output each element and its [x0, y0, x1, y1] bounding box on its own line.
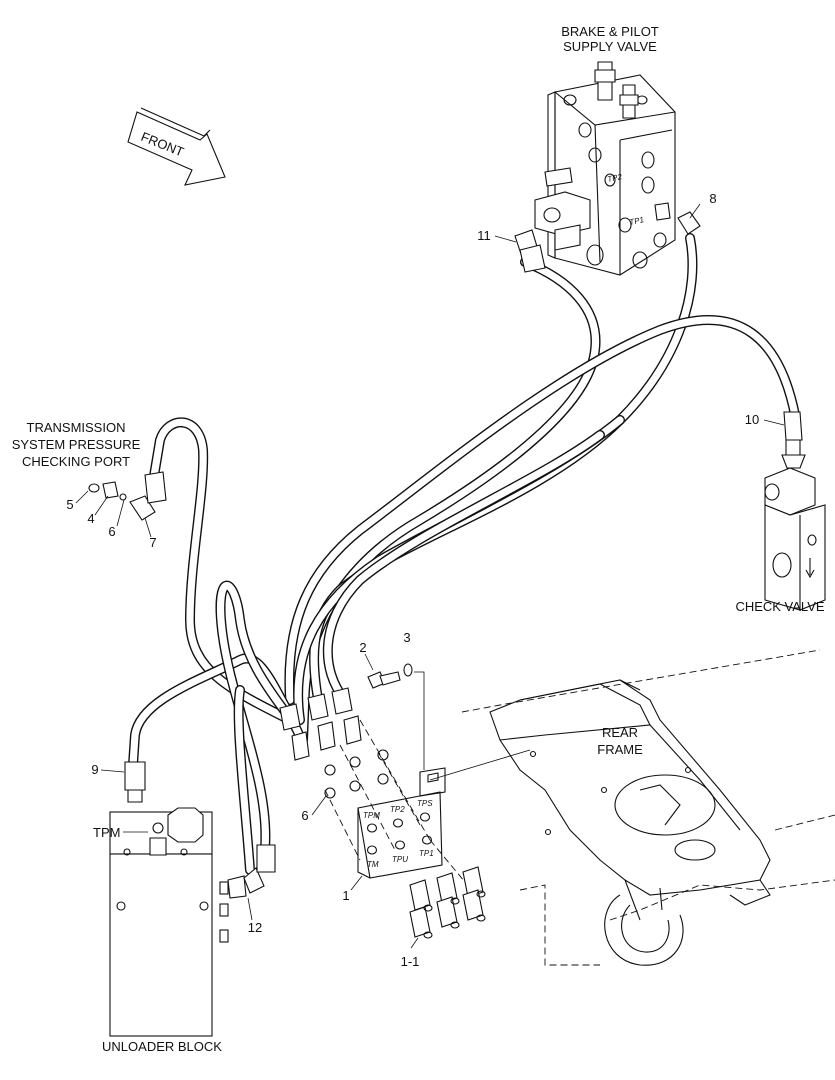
callout-7: 7	[149, 535, 156, 550]
brake-valve-label-line1: BRAKE & PILOT	[561, 24, 659, 39]
rear-frame-label-line1: REAR	[602, 725, 638, 740]
hoses	[128, 233, 800, 875]
callout-2: 2	[359, 640, 366, 655]
callout-6-transmission: 6	[108, 524, 115, 539]
transmission-label-line2: SYSTEM PRESSURE	[12, 437, 141, 452]
callout-9: 9	[91, 762, 98, 777]
rear-frame	[429, 649, 835, 966]
plate-fittings	[279, 687, 389, 799]
valve-marking-tp2: TP2	[607, 172, 624, 184]
rear-frame-label-line2: FRAME	[597, 742, 643, 757]
plate-label-tm: TM	[367, 860, 379, 869]
callout-3: 3	[403, 630, 410, 645]
callout-1: 1	[342, 888, 349, 903]
check-valve-label: CHECK VALVE	[735, 599, 824, 614]
callout-10: 10	[745, 412, 759, 427]
plate-label-tpu: TPU	[392, 855, 408, 864]
callout-1-1: 1-1	[401, 954, 420, 969]
leader-lines	[75, 203, 785, 949]
brake-valve-label-line2: SUPPLY VALVE	[563, 39, 657, 54]
callout-4: 4	[87, 511, 94, 526]
plate-label-tp2: TP2	[390, 805, 405, 814]
plate-label-tpm: TPM	[363, 811, 380, 820]
transmission-label-line1: TRANSMISSION	[27, 420, 126, 435]
valve-marking-tp1: TP1	[629, 215, 645, 227]
plate-label-tps: TPS	[417, 799, 433, 808]
callout-6-plate: 6	[301, 808, 308, 823]
callout-12: 12	[248, 920, 262, 935]
tpm-label: TPM	[93, 825, 120, 840]
callout-numbers: 8 11 10 5 4 6 7 2 3 9 6 1 12 1-1	[66, 191, 759, 969]
callout-11: 11	[477, 228, 491, 243]
text-labels: BRAKE & PILOT SUPPLY VALVE TRANSMISSION …	[12, 24, 825, 1054]
fittings-1-1	[409, 866, 486, 939]
callout-5: 5	[66, 497, 73, 512]
front-arrow: FRONT	[127, 107, 226, 186]
transmission-fittings	[88, 471, 167, 521]
plate-label-tp1: TP1	[419, 849, 434, 858]
unloader-block	[109, 761, 276, 1037]
plate-bracket: TPM TP2 TPS TM TPU TP1	[324, 663, 481, 901]
check-valve	[764, 411, 826, 611]
callout-8: 8	[709, 191, 716, 206]
unloader-block-label: UNLOADER BLOCK	[102, 1039, 222, 1054]
transmission-label-line3: CHECKING PORT	[22, 454, 130, 469]
brake-pilot-supply-valve: TP2 TP1	[514, 61, 701, 276]
